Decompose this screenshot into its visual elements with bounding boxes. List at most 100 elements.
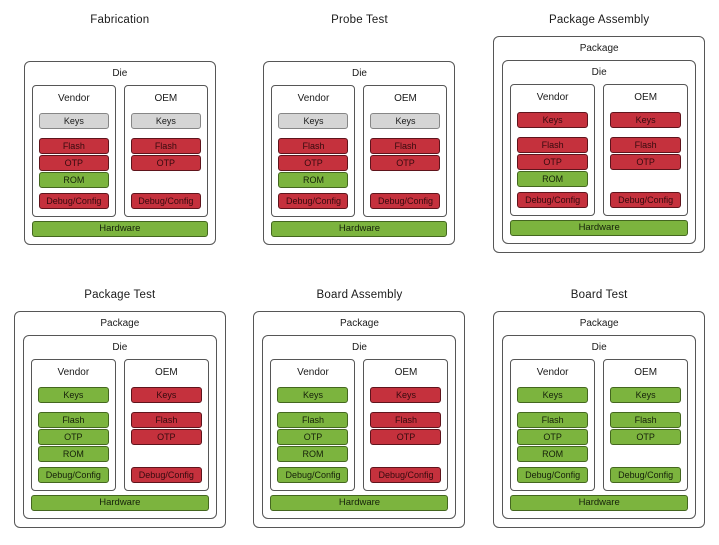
block-flash: Flash xyxy=(517,137,589,153)
hardware-bar: Hardware xyxy=(510,220,689,236)
block-flash: Flash xyxy=(38,138,109,154)
block-rom: ROM xyxy=(278,172,349,188)
package-box: Package Die Vendor Keys Flash OTP ROM De… xyxy=(493,311,706,528)
oem-column: OEM Keys Flash OTP Debug/Config xyxy=(363,359,449,491)
columns: Vendor Keys Flash OTP ROM Debug/Config O… xyxy=(510,359,689,491)
block-flash: Flash xyxy=(610,137,682,153)
block-debug-config: Debug/Config xyxy=(130,467,202,483)
oem-column: OEM Keys Flash OTP Debug/Config xyxy=(603,84,689,216)
package-box: Package Die Vendor Keys Flash OTP ROM De… xyxy=(493,36,706,253)
block-keys: Keys xyxy=(610,387,682,403)
die-box: Die Vendor Keys Flash OTP ROM Debug/Conf… xyxy=(262,335,457,519)
block-otp: OTP xyxy=(370,429,442,445)
block-keys: Keys xyxy=(277,387,349,403)
block-debug-config: Debug/Config xyxy=(278,193,349,209)
vendor-column: Vendor Keys Flash OTP ROM Debug/Config xyxy=(30,359,116,491)
block-otp: OTP xyxy=(610,154,682,170)
block-otp: OTP xyxy=(277,429,349,445)
die-box: Die Vendor Keys Flash OTP ROM Debug/Conf… xyxy=(502,60,697,244)
block-flash: Flash xyxy=(130,138,201,154)
block-keys: Keys xyxy=(610,112,682,128)
oem-label: OEM xyxy=(634,92,658,103)
block-otp: OTP xyxy=(37,429,109,445)
vendor-column: Vendor Keys Flash OTP ROM Debug/Config xyxy=(271,85,356,217)
block-otp: OTP xyxy=(278,155,349,171)
hardware-bar: Hardware xyxy=(270,495,449,511)
block-rom: ROM xyxy=(38,172,109,188)
vendor-label: Vendor xyxy=(297,93,330,104)
block-debug-config: Debug/Config xyxy=(370,467,442,483)
block-otp: OTP xyxy=(130,155,201,171)
block-otp: OTP xyxy=(610,429,682,445)
stage-board-assembly: Board Assembly Package Die Vendor Keys F… xyxy=(240,272,480,545)
block-keys: Keys xyxy=(130,387,202,403)
oem-column: OEM Keys Flash OTP Debug/Config xyxy=(363,85,448,217)
oem-column: OEM Keys Flash OTP Debug/Config xyxy=(123,359,209,491)
block-otp: OTP xyxy=(38,155,109,171)
block-flash: Flash xyxy=(130,412,202,428)
package-label: Package xyxy=(100,318,140,329)
die-box: Die Vendor Keys Flash OTP ROM Debug/Conf… xyxy=(23,61,216,245)
die-label: Die xyxy=(351,342,367,353)
columns: Vendor Keys Flash OTP ROM Debug/Config O… xyxy=(31,85,208,217)
stage-package-test: Package Test Package Die Vendor Keys Fla… xyxy=(0,272,240,545)
block-debug-config: Debug/Config xyxy=(517,192,589,208)
block-flash: Flash xyxy=(370,138,441,154)
block-rom: ROM xyxy=(517,446,589,462)
oem-label: OEM xyxy=(154,367,178,378)
stage-board-test: Board Test Package Die Vendor Keys Flash… xyxy=(479,272,719,545)
block-debug-config: Debug/Config xyxy=(38,193,109,209)
block-keys: Keys xyxy=(370,387,442,403)
oem-label: OEM xyxy=(394,367,418,378)
hardware-bar: Hardware xyxy=(30,495,209,511)
vendor-label: Vendor xyxy=(536,92,569,103)
oem-label: OEM xyxy=(634,367,658,378)
block-otp: OTP xyxy=(370,155,441,171)
block-keys: Keys xyxy=(517,387,589,403)
vendor-label: Vendor xyxy=(57,93,90,104)
block-debug-config: Debug/Config xyxy=(277,467,349,483)
block-otp: OTP xyxy=(130,429,202,445)
stage-title: Package Assembly xyxy=(548,14,650,26)
die-box: Die Vendor Keys Flash OTP ROM Debug/Conf… xyxy=(263,61,456,245)
oem-column: OEM Keys Flash OTP Debug/Config xyxy=(123,85,208,217)
columns: Vendor Keys Flash OTP ROM Debug/Config O… xyxy=(271,85,448,217)
stage-title: Board Assembly xyxy=(316,289,403,301)
package-label: Package xyxy=(579,318,619,329)
block-rom: ROM xyxy=(517,171,589,187)
die-label: Die xyxy=(591,342,607,353)
block-rom: ROM xyxy=(37,446,109,462)
oem-column: OEM Keys Flash OTP Debug/Config xyxy=(603,359,689,491)
stage-title: Package Test xyxy=(84,289,156,301)
stage-title: Board Test xyxy=(570,289,628,301)
package-label: Package xyxy=(340,318,379,329)
hardware-bar: Hardware xyxy=(510,495,689,511)
block-flash: Flash xyxy=(277,412,349,428)
block-keys: Keys xyxy=(370,113,441,129)
vendor-label: Vendor xyxy=(536,367,569,378)
block-keys: Keys xyxy=(38,113,109,129)
block-otp: OTP xyxy=(517,154,589,170)
stage-probe-test: Probe Test Die Vendor Keys Flash OTP ROM… xyxy=(240,0,480,272)
block-debug-config: Debug/Config xyxy=(130,193,201,209)
columns: Vendor Keys Flash OTP ROM Debug/Config O… xyxy=(510,84,689,216)
block-debug-config: Debug/Config xyxy=(370,193,441,209)
block-debug-config: Debug/Config xyxy=(517,467,589,483)
die-label: Die xyxy=(112,342,128,353)
vendor-label: Vendor xyxy=(297,367,329,378)
vendor-column: Vendor Keys Flash OTP ROM Debug/Config xyxy=(510,84,596,216)
die-box: Die Vendor Keys Flash OTP ROM Debug/Conf… xyxy=(502,335,697,519)
die-label: Die xyxy=(351,68,367,79)
block-keys: Keys xyxy=(130,113,201,129)
oem-label: OEM xyxy=(154,93,178,104)
package-box: Package Die Vendor Keys Flash OTP ROM De… xyxy=(253,311,466,528)
die-box: Die Vendor Keys Flash OTP ROM Debug/Conf… xyxy=(22,335,217,519)
package-label: Package xyxy=(579,43,619,54)
block-flash: Flash xyxy=(370,412,442,428)
vendor-column: Vendor Keys Flash OTP ROM Debug/Config xyxy=(510,359,596,491)
stage-title: Probe Test xyxy=(331,14,388,26)
stage-fabrication: Fabrication Die Vendor Keys Flash OTP RO… xyxy=(0,0,240,272)
block-flash: Flash xyxy=(610,412,682,428)
package-box: Package Die Vendor Keys Flash OTP ROM De… xyxy=(13,311,226,528)
